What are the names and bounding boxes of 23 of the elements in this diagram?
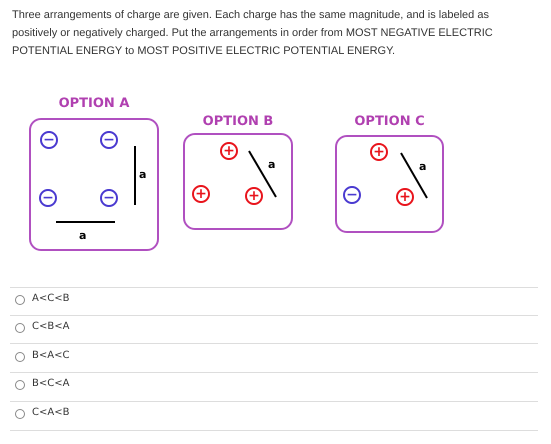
negative-charge: − <box>40 131 58 149</box>
dimension-label: a <box>419 160 426 173</box>
negative-charge: − <box>100 131 118 149</box>
option-heading: OPTION B <box>202 114 274 129</box>
answer-option: B<A<C <box>32 350 70 361</box>
negative-charge: − <box>100 189 118 207</box>
positive-charge: + <box>220 142 238 160</box>
question-text: Three arrangements of charge are given. Each charge has the same magnitude, and is labeled as positively or negatively charged. Put the arrangements in order from MOST NEGATIVE ELECTRIC POTENTIAL ENERGY to MOST POSITIVE ELECTRIC POTENTIAL ENERGY. <box>12 8 494 59</box>
positive-charge: + <box>370 143 388 161</box>
option-heading: OPTION C <box>354 114 425 129</box>
answer-option: C<A<B <box>32 407 70 418</box>
positive-charge: + <box>245 187 263 205</box>
option-heading: OPTION A <box>58 96 130 111</box>
negative-charge: − <box>39 189 57 207</box>
answer-option: C<B<A <box>32 321 70 332</box>
answer-option: B<C<A <box>32 378 70 389</box>
answer-option: A<C<B <box>32 293 70 304</box>
positive-charge: + <box>192 185 210 203</box>
negative-charge: − <box>343 186 361 204</box>
dimension-label: a <box>268 158 276 171</box>
dimension-label: a <box>79 229 86 242</box>
dimension-label: a <box>139 168 146 181</box>
positive-charge: + <box>396 188 414 206</box>
